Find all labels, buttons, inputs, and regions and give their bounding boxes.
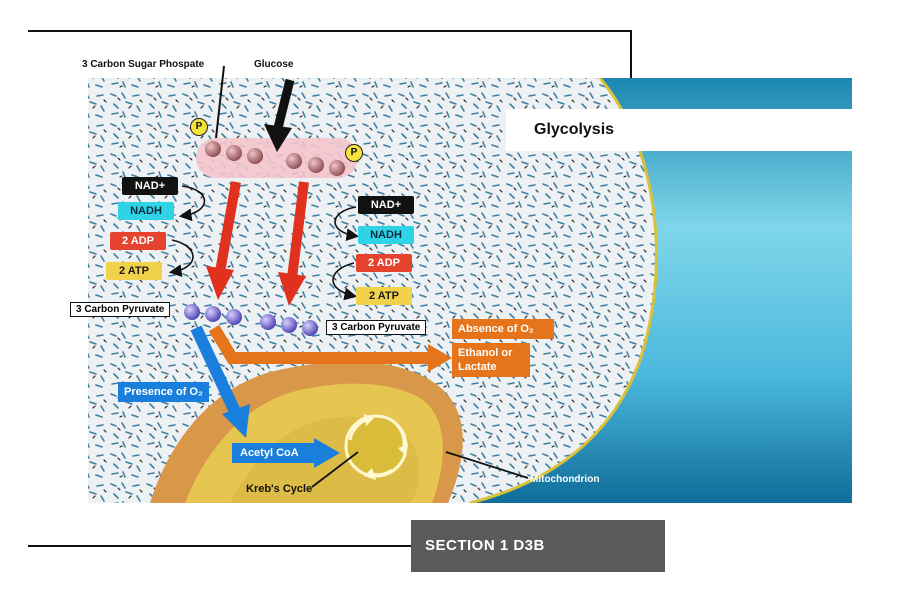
nad-right-pill: NAD+ (358, 196, 414, 214)
page-title: Glycolysis (534, 121, 615, 138)
glucose-label: Glucose (254, 59, 294, 70)
acetyl-coa-label: Acetyl CoA (240, 447, 299, 459)
pyruvate-right-label: 3 Carbon Pyruvate (326, 320, 427, 335)
frame-top-line (28, 30, 632, 32)
nadh-left-pill: NADH (118, 202, 174, 220)
section-badge: SECTION 1 D3B (411, 520, 665, 572)
atp-left-pill: 2 ATP (106, 262, 162, 280)
presence-o2-box: Presence of O₂ (118, 382, 209, 402)
glucose-beads (205, 141, 345, 176)
nadh-right-pill: NADH (358, 226, 414, 244)
ethanol-line: Ethanol or (458, 347, 513, 359)
atp-right-pill: 2 ATP (356, 287, 412, 305)
nad-left-pill: NAD+ (122, 177, 178, 195)
ethanol-lactate-box: Ethanol or Lactate (452, 343, 530, 377)
phosphate-tag-right: P (345, 144, 363, 162)
krebs-cycle-label: Kreb's Cycle (246, 483, 313, 495)
title-panel: Glycolysis (506, 109, 852, 151)
section-label: SECTION 1 D3B (425, 537, 545, 554)
pyruvate-left-label: 3 Carbon Pyruvate (70, 302, 171, 317)
absence-o2-box: Absence of O₂ (452, 319, 554, 339)
adp-left-pill: 2 ADP (110, 232, 166, 250)
lactate-line: Lactate (458, 361, 497, 373)
sugar-phosphate-label: 3 Carbon Sugar Phospate (82, 59, 205, 70)
phosphate-tag-left: P (190, 118, 208, 136)
mitochondrion-label: Mitochondrion (530, 474, 600, 485)
frame-bottom-line (28, 545, 412, 547)
adp-right-pill: 2 ADP (356, 254, 412, 272)
frame-right-line (630, 30, 632, 78)
